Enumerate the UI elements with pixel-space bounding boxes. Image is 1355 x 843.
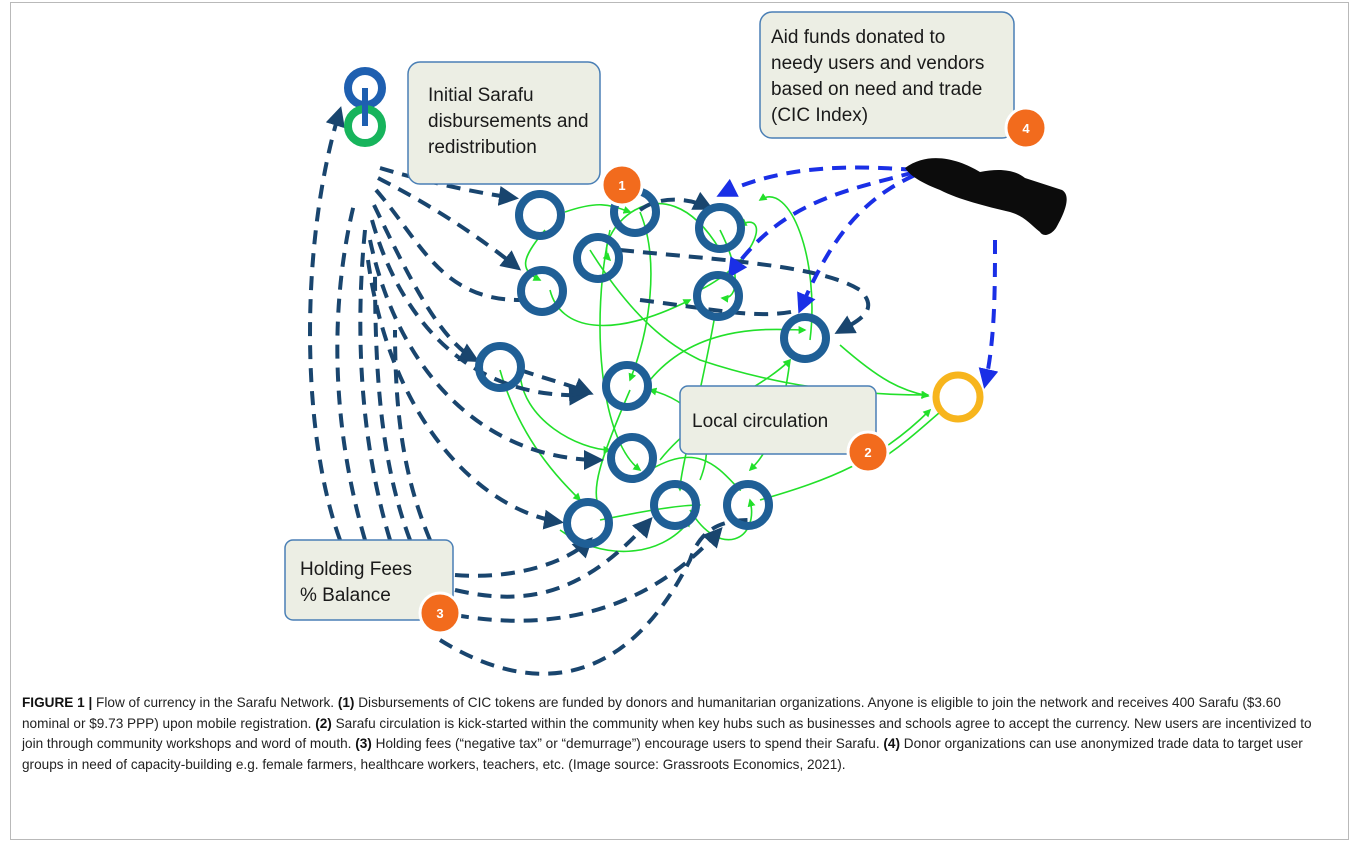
step-badge-2: 2 [846, 430, 890, 474]
user-nodes [475, 187, 830, 548]
figure-caption: FIGURE 1 | Flow of currency in the Saraf… [22, 693, 1332, 775]
step-badge-4: 4 [1004, 106, 1048, 150]
caption-intro: Flow of currency in the Sarafu Network. [92, 695, 338, 710]
callout-line: needy users and vendors [771, 53, 984, 74]
user-node [780, 313, 830, 363]
callout-line: redistribution [428, 137, 537, 158]
caption-marker-2: (2) [315, 715, 332, 731]
user-node [602, 361, 652, 411]
callout-holding-fees: Holding Fees % Balance [284, 539, 454, 621]
callout-line: (CIC Index) [771, 105, 868, 126]
caption-text-2: Sarafu circulation is kick-started withi… [22, 715, 1312, 752]
user-node [515, 190, 565, 240]
holding-fee-dashed-arrows [308, 106, 751, 676]
figure-label: FIGURE 1 | [22, 695, 93, 710]
caption-marker-3: (3) [355, 736, 372, 752]
svg-text:3: 3 [436, 606, 443, 621]
callout-local-circulation: Local circulation [679, 385, 877, 455]
callout-line: Aid funds donated to [771, 27, 945, 48]
chain-link-logo-icon [344, 67, 386, 147]
callout-line: % Balance [300, 585, 391, 606]
user-node [563, 498, 613, 548]
user-node [573, 233, 623, 283]
callout-line: disbursements and [428, 111, 589, 132]
svg-text:4: 4 [1022, 121, 1030, 136]
sarafu-flow-diagram: Initial Sarafu disbursements and redistr… [284, 11, 1067, 676]
caption-text-1: Disbursements of CIC tokens are funded b… [22, 695, 1281, 731]
highlighted-vendor-node [932, 371, 984, 423]
user-node [517, 266, 567, 316]
caption-marker-4: (4) [883, 736, 901, 752]
user-node [650, 480, 700, 530]
caption-marker-1: (1) [337, 695, 355, 710]
giving-hand-icon [905, 158, 1067, 235]
user-node [693, 271, 743, 321]
caption-text-3: Holding fees (“negative tax” or “demurra… [371, 736, 884, 752]
user-node [723, 480, 773, 530]
callout-aid-funds: Aid funds donated to needy users and ven… [759, 11, 1015, 139]
aid-dashed-arrows [716, 165, 999, 389]
svg-text:2: 2 [864, 445, 871, 460]
callout-line: based on need and trade [771, 79, 982, 100]
callout-line: Initial Sarafu [428, 85, 534, 106]
callout-initial-disbursements: Initial Sarafu disbursements and redistr… [407, 61, 601, 185]
callout-line: Local circulation [692, 411, 828, 432]
user-node [695, 203, 745, 253]
svg-text:1: 1 [618, 178, 625, 193]
caption-text-4: Donor organizations can use anonymized t… [22, 736, 1303, 772]
step-badge-3: 3 [418, 591, 462, 635]
user-node [607, 433, 657, 483]
figure-frame [10, 2, 1349, 840]
disbursement-dashed-arrows [366, 166, 871, 530]
step-badge-1: 1 [600, 163, 644, 207]
user-node [475, 342, 525, 392]
callout-line: Holding Fees [300, 559, 412, 580]
